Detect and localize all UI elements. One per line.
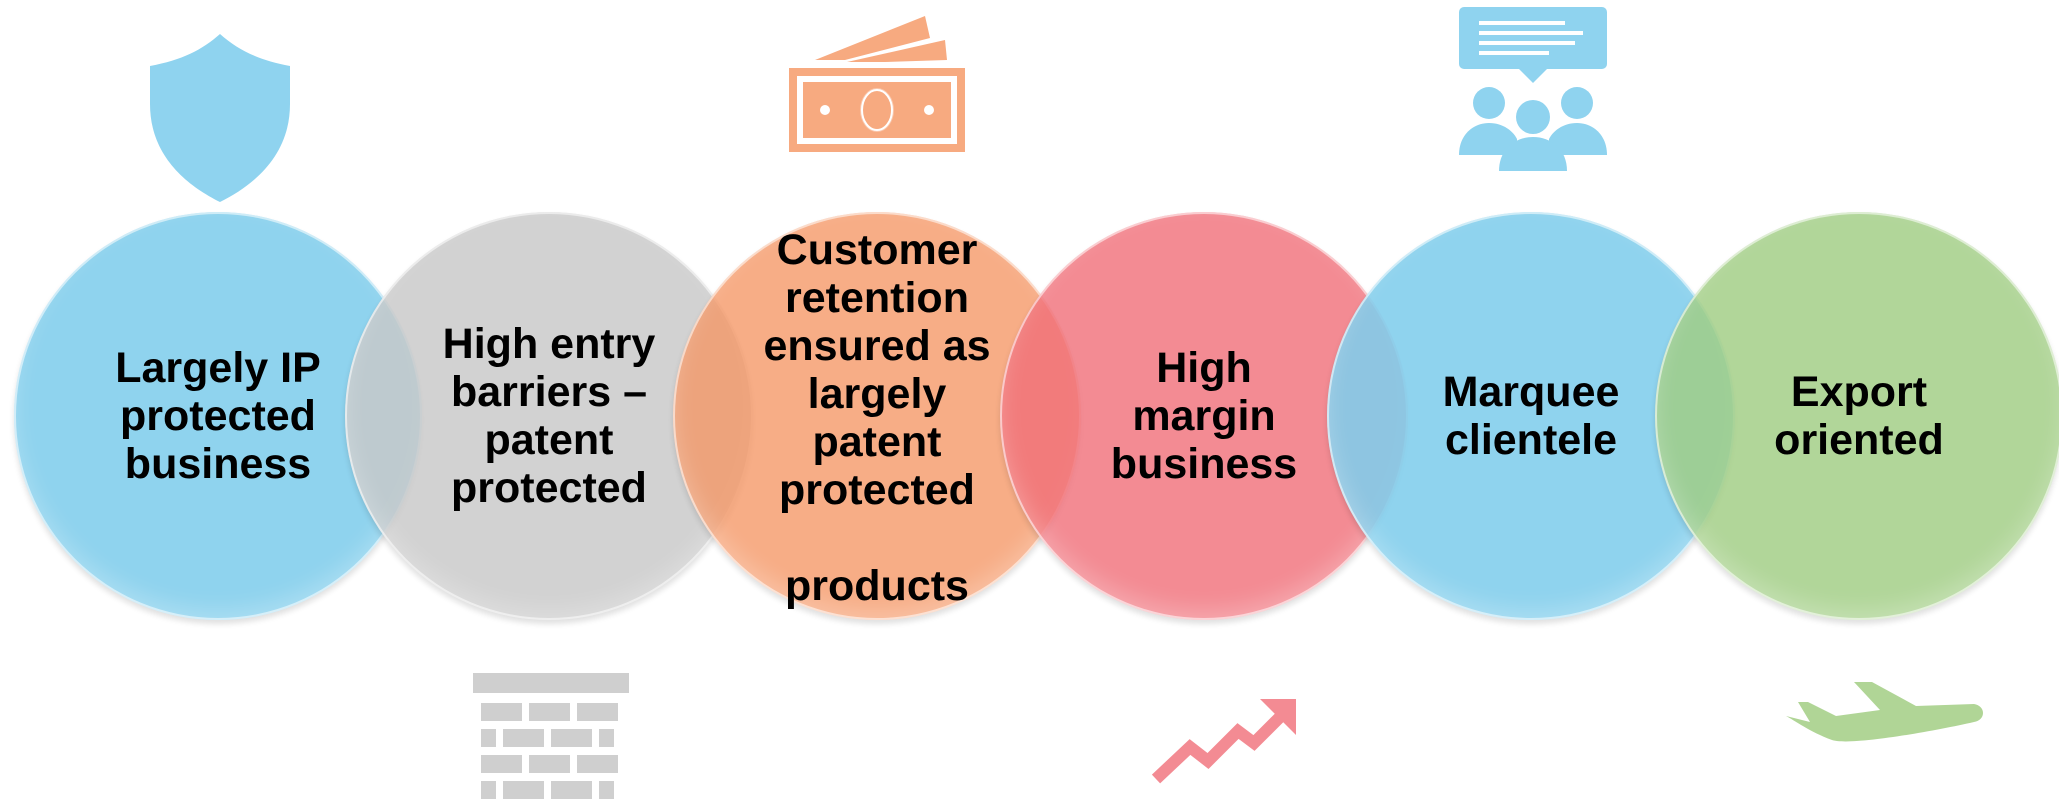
label-marquee-clientele: Marquee clientele bbox=[1442, 368, 1620, 464]
circle-export-oriented bbox=[1655, 212, 2059, 620]
meeting-icon bbox=[1459, 7, 1607, 171]
brick-wall-icon bbox=[473, 673, 629, 799]
label-customer-retention: Customer retention ensured as largely pa… bbox=[763, 226, 991, 610]
trend-up-icon bbox=[1151, 699, 1296, 784]
shield-icon bbox=[150, 34, 290, 202]
label-export-oriented: Export oriented bbox=[1774, 368, 1944, 464]
money-icon bbox=[789, 16, 965, 152]
label-entry-barriers: High entry barriers – patent protected bbox=[442, 320, 656, 512]
label-high-margin: High margin business bbox=[1110, 344, 1298, 488]
label-ip-protected: Largely IP protected business bbox=[115, 344, 321, 488]
airplane-icon bbox=[1786, 682, 1983, 742]
